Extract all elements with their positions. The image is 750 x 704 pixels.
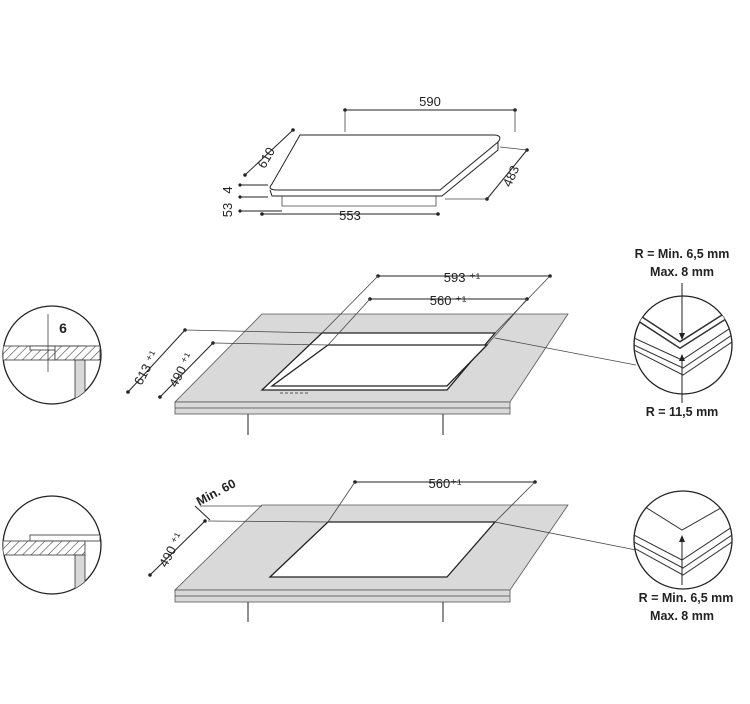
radius-top-label-2: Max. 8 mm xyxy=(650,265,714,279)
radius-bottom-label: R = 11,5 mm xyxy=(646,405,719,419)
detail-circle-radius-surface xyxy=(633,490,733,590)
detail-circle-recess: 6 xyxy=(2,305,102,405)
dim-593: 593 ⁺¹ xyxy=(444,270,481,285)
dim-490-inset: 490 ⁺¹ xyxy=(166,350,197,390)
inset-installation: 593 ⁺¹ 560 ⁺¹ 613 ⁺¹ 490 ⁺¹ xyxy=(126,270,637,435)
detail-circle-surface xyxy=(2,495,102,595)
dim-613: 613 ⁺¹ xyxy=(131,348,162,388)
dim-590: 590 xyxy=(419,94,441,109)
dim-4: 4 xyxy=(220,186,235,193)
dim-553: 553 xyxy=(339,208,361,223)
detail-circle-radius-inset xyxy=(633,283,733,403)
dim-490-surface: 490 ⁺¹ xyxy=(156,530,187,570)
dim-53: 53 xyxy=(220,203,235,217)
dim-6: 6 xyxy=(59,320,67,336)
radius-surface-label-1: R = Min. 6,5 mm xyxy=(639,591,734,605)
hob-top-view: 590 610 4 53 553 483 xyxy=(220,94,529,223)
radius-top-label-1: R = Min. 6,5 mm xyxy=(635,247,730,261)
dim-560-surface: 560⁺¹ xyxy=(429,476,463,491)
radius-surface-label-2: Max. 8 mm xyxy=(650,609,714,623)
dim-560-inset: 560 ⁺¹ xyxy=(430,293,467,308)
inner-cutout xyxy=(270,344,489,387)
dim-610: 610 xyxy=(254,145,278,171)
surface-cutout xyxy=(268,521,497,578)
surface-installation: 560⁺¹ Min. 60 490 ⁺¹ xyxy=(148,476,637,622)
dim-min-60: Min. 60 xyxy=(194,476,238,508)
dim-483: 483 xyxy=(500,163,523,189)
hob-glass xyxy=(269,134,501,191)
